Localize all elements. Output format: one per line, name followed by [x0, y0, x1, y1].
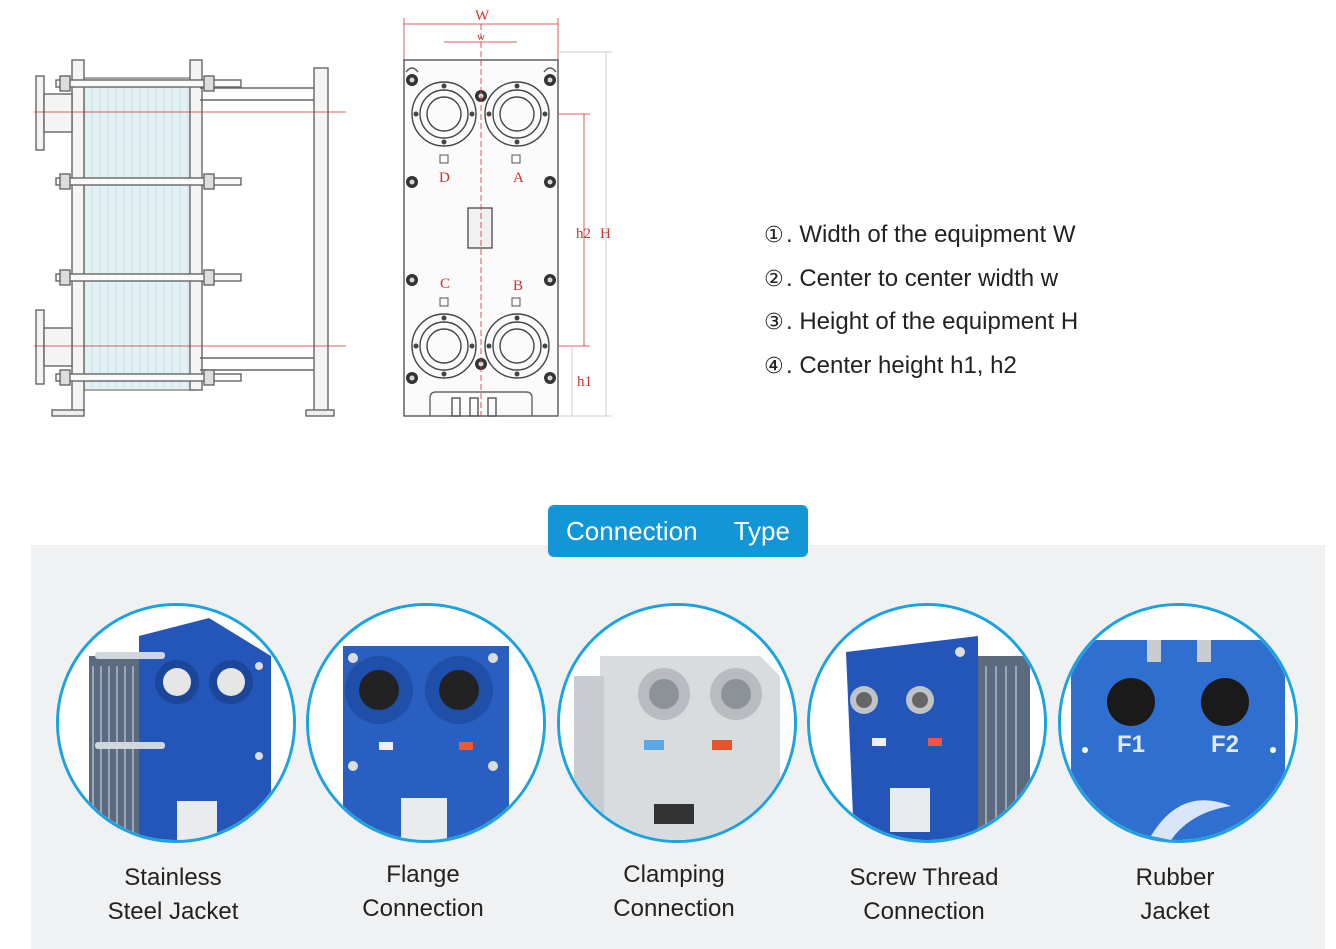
- spec-item-width: ①. Width of the equipment W: [764, 214, 1078, 258]
- spec-item-center-width: ②. Center to center width w: [764, 258, 1078, 302]
- connection-label: Clamping Connection: [553, 858, 795, 926]
- label-line: Steel Jacket: [107, 898, 239, 925]
- port-label-c: C: [440, 276, 450, 292]
- technical-drawing-section: W w h2 H h1 D A C B ①. Width of the equi…: [0, 0, 1336, 470]
- connection-photo-circle: [807, 603, 1047, 843]
- label-line: Flange: [386, 861, 460, 888]
- dim-label-W: W: [475, 8, 490, 24]
- connection-photo-circle: F1 F2: [1058, 603, 1298, 843]
- connection-label: Screw Thread Connection: [803, 861, 1045, 929]
- spec-marker: ③: [764, 310, 784, 335]
- label-line: Screw Thread: [849, 864, 999, 891]
- connection-type-heading: Connection Type: [548, 505, 808, 557]
- spec-marker: ②: [764, 266, 784, 292]
- label-line: Rubber: [1135, 864, 1215, 891]
- spec-text: . Center to center width w: [786, 264, 1059, 292]
- label-line: Connection: [362, 895, 484, 922]
- dim-label-H: H: [600, 226, 611, 242]
- connection-item-rubber-jacket: F1 F2 Rubber Jacket: [1054, 603, 1304, 933]
- rubber-jacket-illustration: F1 F2: [1061, 606, 1295, 840]
- spec-text: . Width of the equipment W: [786, 221, 1076, 248]
- spec-text: . Center height h1, h2: [786, 351, 1017, 379]
- connection-photo-circle: [56, 603, 296, 843]
- stainless-jacket-illustration: [59, 606, 293, 840]
- side-view: [34, 59, 346, 417]
- connection-item-stainless-steel-jacket: Stainless Steel Jacket: [52, 603, 302, 933]
- connection-item-flange: Flange Connection: [302, 603, 552, 933]
- port-label-d: D: [439, 170, 450, 186]
- heading-word: Type: [733, 516, 790, 546]
- connection-label: Stainless Steel Jacket: [52, 861, 294, 929]
- flange-illustration: [309, 606, 543, 840]
- screw-thread-illustration: [810, 606, 1044, 840]
- heading-word: Connection: [566, 516, 698, 546]
- dimension-spec-list: ①. Width of the equipment W ②. Center to…: [764, 214, 1078, 388]
- port-label-a: A: [513, 170, 524, 186]
- dim-label-h2: h2: [576, 226, 591, 242]
- spec-item-height: ③. Height of the equipment H: [764, 301, 1078, 345]
- label-line: Jacket: [1140, 898, 1210, 925]
- heat-exchanger-drawing: W w h2 H h1 D A C B: [34, 8, 612, 417]
- spec-marker: ④: [764, 353, 784, 379]
- label-line: Connection: [863, 898, 985, 925]
- dim-label-h1: h1: [577, 374, 592, 390]
- port-label-f2: F2: [1211, 731, 1239, 758]
- clamping-illustration: [560, 606, 794, 840]
- spec-marker: ①: [764, 223, 784, 248]
- connection-label: Rubber Jacket: [1054, 861, 1296, 929]
- label-line: Stainless: [124, 864, 222, 891]
- label-line: Connection: [613, 895, 735, 922]
- port-label-f1: F1: [1117, 731, 1145, 758]
- dim-label-w: w: [477, 31, 485, 43]
- connection-item-clamping: Clamping Connection: [553, 603, 803, 933]
- front-view: [403, 18, 612, 417]
- label-line: Clamping: [623, 861, 725, 888]
- connection-label: Flange Connection: [302, 858, 544, 926]
- port-label-b: B: [513, 278, 523, 294]
- connection-photo-circle: [306, 603, 546, 843]
- connection-item-screw-thread: Screw Thread Connection: [803, 603, 1053, 933]
- spec-item-center-height: ④. Center height h1, h2: [764, 345, 1078, 389]
- connection-photo-circle: [557, 603, 797, 843]
- spec-text: . Height of the equipment H: [786, 308, 1079, 335]
